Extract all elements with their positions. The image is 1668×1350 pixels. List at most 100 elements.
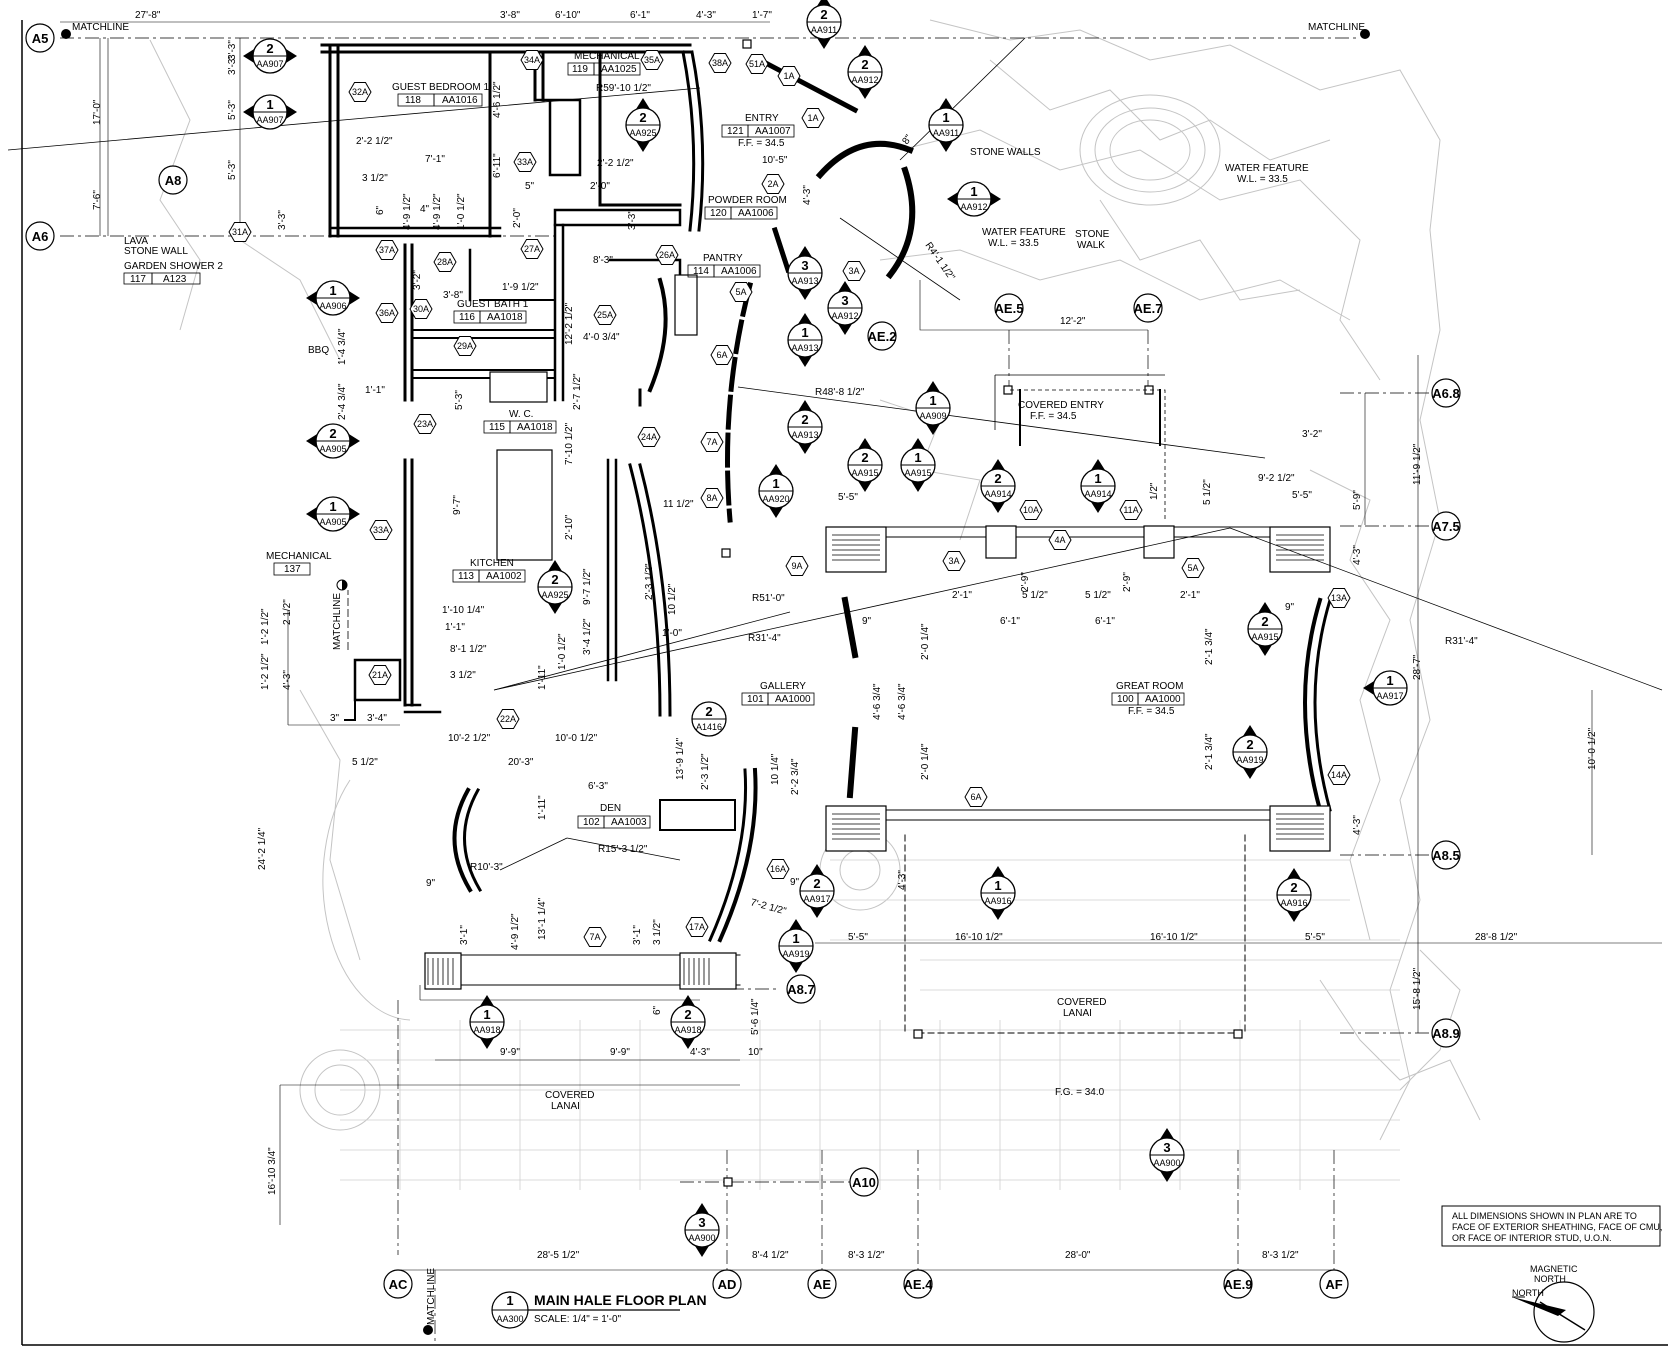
detail-tag-label: 10A — [1023, 505, 1039, 515]
dim-text: 2'-3 1/2" — [644, 563, 655, 600]
room-number: 102 — [583, 817, 600, 828]
detail-tag-hex — [685, 917, 709, 937]
detail-tag-label: 8A — [706, 493, 717, 503]
room-ref: AA1002 — [486, 571, 522, 582]
detail-tag: 14A — [1327, 765, 1351, 785]
dim-text: 8'-1 1/2" — [450, 644, 487, 655]
section-sheet: AA911 — [811, 25, 837, 35]
dim-text: R31'-4" — [748, 633, 781, 644]
detail-tag-hex — [520, 239, 544, 259]
dim-text: 13'-9 1/4" — [675, 737, 686, 780]
dim-text: 1/2" — [1149, 482, 1160, 500]
dim-text: 3'-8" — [443, 290, 463, 301]
note-line: OR FACE OF INTERIOR STUD, U.O.N. — [1452, 1233, 1612, 1243]
dim-text: 9'-7" — [452, 495, 463, 515]
detail-tag-hex — [700, 488, 724, 508]
dim-text: 2'-0 1/4" — [920, 743, 931, 780]
drawing-title: 1 AA300 MAIN HALE FLOOR PLAN SCALE: 1/4"… — [491, 1291, 707, 1329]
section-number: 2 — [861, 450, 868, 465]
detail-tag-hex — [496, 709, 520, 729]
title-scale: SCALE: 1/4" = 1'-0" — [534, 1314, 622, 1325]
dim-text: 9'-9" — [500, 1047, 520, 1058]
section-number: 3 — [801, 258, 808, 273]
dim-text: 5'-3" — [227, 160, 238, 180]
detail-tag-hex — [942, 551, 966, 571]
detail-tag: 5A — [729, 282, 753, 302]
detail-tag-hex — [700, 432, 724, 452]
section-number: 2 — [1290, 880, 1297, 895]
dim-text: 1'-4 3/4" — [337, 328, 348, 365]
dim-text: 4'-0 3/4" — [583, 332, 620, 343]
column-hatching — [427, 534, 1324, 985]
section-sheet: AA919 — [782, 949, 809, 959]
section-sheet: AA907 — [256, 59, 283, 69]
detail-tag-label: 33A — [517, 157, 533, 167]
detail-tag: 29A — [453, 336, 477, 356]
dim-text: 2'-2 3/4" — [790, 758, 801, 795]
grid-bubble-A5 — [25, 23, 55, 53]
site-label: WATER FEATURE — [982, 227, 1066, 238]
room-name: W. C. — [509, 409, 533, 420]
dim-text: 5'-5" — [1292, 490, 1312, 501]
section-sheet: AA915 — [851, 468, 878, 478]
detail-tag-label: 26A — [659, 250, 675, 260]
detail-tag-label: 1A — [807, 113, 818, 123]
dim-text: 6'-1" — [630, 10, 650, 21]
detail-tag-label: 34A — [524, 55, 540, 65]
dim-text: 9" — [862, 616, 872, 627]
room-name: MECHANICAL — [266, 551, 332, 562]
grid-bubble-A10 — [849, 1167, 879, 1197]
detail-tag: 1A — [801, 108, 825, 128]
grid-bubble-A8 — [158, 165, 188, 195]
room-name: POWDER ROOM — [708, 195, 787, 206]
section-sheet: AA914 — [1084, 489, 1111, 499]
section-sheet: AA912 — [851, 75, 878, 85]
dim-text: 4'-3" — [696, 10, 716, 21]
dim-text: 2'-0 1/4" — [920, 623, 931, 660]
dim-text: 17'-0" — [92, 99, 103, 125]
detail-tag: 8A — [700, 488, 724, 508]
dim-text: 9" — [790, 877, 800, 888]
grid-label: AE.4 — [904, 1277, 934, 1292]
section-sheet: AA900 — [1153, 1158, 1180, 1168]
site-label: STONE — [1075, 229, 1110, 240]
section-sheet: AA905 — [319, 444, 346, 454]
detail-tag: 10A — [1019, 500, 1043, 520]
site-label: F.G. = 34.0 — [1055, 1087, 1105, 1098]
dim-text: 28'-7" — [1412, 654, 1423, 680]
room-ref: AA1018 — [517, 422, 553, 433]
section-sheet: AA925 — [629, 128, 656, 138]
detail-tag: 37A — [375, 240, 399, 260]
dim-text: 11'-9 1/2" — [1412, 443, 1423, 485]
detail-tag-hex — [637, 427, 661, 447]
dim-text: 4'-6 3/4" — [897, 683, 908, 720]
dim-text: 3'-2" — [412, 270, 423, 290]
dim-text: 2'-9" — [1122, 572, 1133, 592]
detail-tag-hex — [520, 50, 544, 70]
detail-tag: 35A — [640, 50, 664, 70]
detail-tag-hex — [1327, 588, 1351, 608]
dim-text: 2'-1 3/4" — [1204, 733, 1215, 770]
dim-text: 2'-7 1/2" — [572, 373, 583, 410]
detail-tag-label: 31A — [232, 227, 248, 237]
detail-tag-hex — [801, 108, 825, 128]
section-sheet: AA905 — [319, 517, 346, 527]
section-number: 1 — [801, 325, 808, 340]
sheet-border — [21, 20, 1668, 1346]
grid-bubble-AE.5 — [994, 293, 1024, 323]
detail-tag-label: 11A — [1123, 505, 1138, 515]
dim-text: 9'-2 1/2" — [1258, 473, 1295, 484]
dim-text: 12'-2 1/2" — [564, 302, 575, 345]
detail-tag-label: 35A — [644, 55, 660, 65]
grid-bubble-A8.9 — [1431, 1018, 1461, 1048]
